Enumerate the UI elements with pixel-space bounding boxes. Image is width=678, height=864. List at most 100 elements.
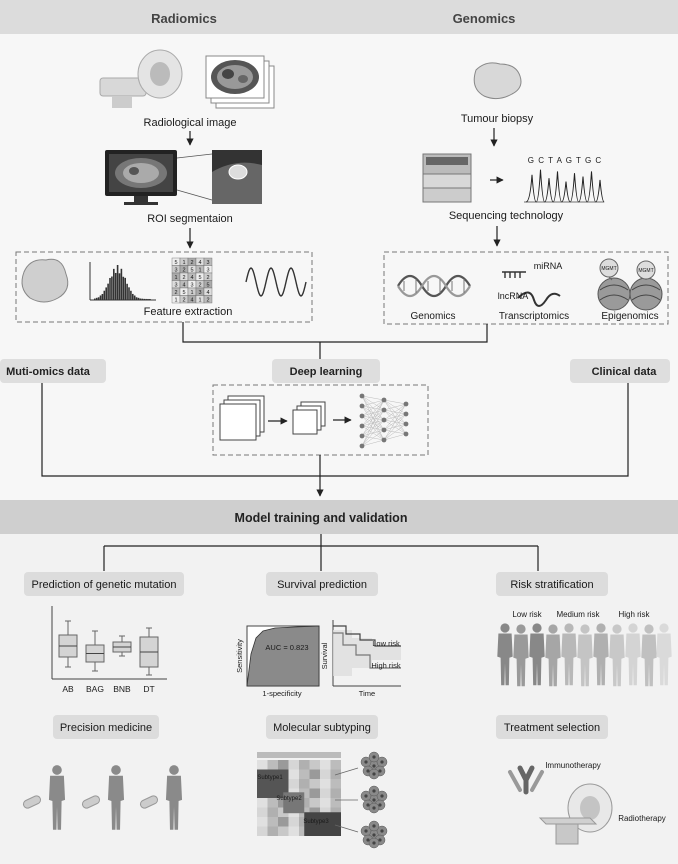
zoom-line-bottom — [176, 189, 213, 201]
histogram-bar — [126, 283, 128, 300]
risk-people-group — [497, 623, 672, 687]
subtype1-pointer — [334, 767, 359, 776]
nn-node — [403, 411, 409, 417]
top-panel — [0, 34, 678, 500]
mirna-label: miRNA — [534, 261, 563, 271]
nn-node — [381, 397, 387, 403]
radiotherapy-machine-icon — [538, 783, 613, 845]
matrix-cell: 3 — [174, 282, 177, 288]
matrix-cell: 2 — [190, 260, 193, 266]
heatmap-cell — [299, 769, 310, 779]
mutation-boxplot — [51, 606, 167, 680]
ct-image-stack-icon — [205, 55, 275, 109]
histogram-bar — [122, 276, 125, 300]
heatmap-cell — [309, 760, 320, 770]
person-icon — [107, 775, 125, 830]
sequencer-icon — [422, 153, 472, 203]
matrix-cell: 5 — [198, 275, 201, 281]
chromatogram-icon — [525, 169, 605, 203]
radiomics-header: Radiomics — [151, 11, 217, 26]
nn-node — [381, 407, 387, 413]
deep-learning-box — [272, 359, 380, 383]
person-icon — [593, 633, 609, 686]
histogram-bar — [113, 268, 115, 300]
nn-node — [359, 443, 365, 449]
matrix-cell: 4 — [190, 275, 193, 281]
survival-box — [266, 572, 378, 596]
subtype3-pointer — [334, 824, 359, 833]
matrix-cell: 2 — [182, 275, 185, 281]
matrix-cell: 3 — [206, 267, 209, 273]
heatmap-cell — [288, 826, 299, 836]
genomics-omics-label: Genomics — [410, 311, 455, 322]
km-high-risk-curve — [333, 632, 401, 669]
connector-omics-merge — [182, 322, 488, 343]
person-icon — [609, 634, 625, 687]
training-band — [0, 500, 678, 534]
risk-low-label: Low risk — [512, 610, 542, 619]
mgmt-label-2: MGMT — [638, 268, 653, 274]
km-survival-axis-label: Survival — [320, 642, 329, 669]
heatmap-cell — [267, 817, 278, 827]
histogram-bar — [118, 273, 121, 300]
mri-scanner-icon — [99, 49, 183, 108]
treatment-box — [496, 715, 608, 739]
nn-node — [381, 437, 387, 443]
boxplot-cat-bag: BAG — [86, 684, 104, 694]
training-label: Model training and validation — [235, 511, 408, 525]
nn-node — [359, 423, 365, 429]
dna-helix-icon — [397, 274, 471, 298]
risk-medium-label: Medium risk — [556, 610, 600, 619]
nn-node — [403, 431, 409, 437]
matrix-cell: 4 — [190, 297, 193, 303]
transcriptomics-label: Transcriptomics — [499, 311, 569, 322]
signal-wave-icon — [245, 267, 307, 297]
histogram-bar — [94, 298, 96, 300]
roi-segmentation-label: ROI segmentaion — [147, 213, 233, 225]
heatmap-cell — [320, 769, 331, 779]
roc-curve — [246, 625, 320, 687]
connector-outer — [41, 383, 629, 477]
matrix-cell: 4 — [198, 260, 201, 266]
heatmap-cell — [320, 788, 331, 798]
matrix-cell: 3 — [198, 290, 201, 296]
radiotherapy-label: Radiotherapy — [618, 814, 666, 823]
histogram-bar — [95, 297, 98, 300]
heatmap-cell — [288, 769, 299, 779]
pill-icon — [139, 795, 159, 809]
heatmap-cell — [330, 769, 341, 779]
histogram-bar — [137, 297, 140, 300]
histogram-bar — [145, 298, 147, 300]
heatmap-cell — [278, 826, 289, 836]
heatmap-cell — [330, 788, 341, 798]
heatmap-cell — [320, 760, 331, 770]
heatmap-cell — [309, 769, 320, 779]
subtyping-heatmap — [257, 752, 341, 836]
histogram-bar — [149, 298, 151, 300]
subtype3-label: Subtype3 — [303, 819, 329, 825]
nn-node — [359, 393, 365, 399]
heatmap-cell — [257, 826, 268, 836]
nn-node — [381, 417, 387, 423]
matrix-cell: 3 — [206, 260, 209, 266]
pill-icon — [22, 795, 42, 809]
histogram-bar — [128, 287, 130, 300]
antibody-icon — [508, 765, 544, 795]
person-icon — [641, 634, 657, 687]
immunotherapy-label: Immunotherapy — [545, 761, 601, 770]
histogram-bar — [107, 283, 109, 300]
histogram-bar — [120, 268, 123, 300]
histogram-bar — [143, 298, 145, 300]
cell-cluster-icons — [360, 751, 388, 849]
person-icon — [656, 633, 672, 686]
subtype1-label: Subtype1 — [257, 775, 283, 781]
matrix-cell: 2 — [182, 297, 185, 303]
specificity-label: 1-specificity — [262, 689, 301, 698]
header-band — [0, 0, 678, 34]
heatmap-cell — [299, 760, 310, 770]
dna-sequence-text: G C T A G T G C — [528, 156, 602, 165]
km-low-risk-curve — [333, 625, 401, 647]
person-icon — [561, 633, 577, 686]
clinical-data-label: Clinical data — [592, 366, 658, 378]
